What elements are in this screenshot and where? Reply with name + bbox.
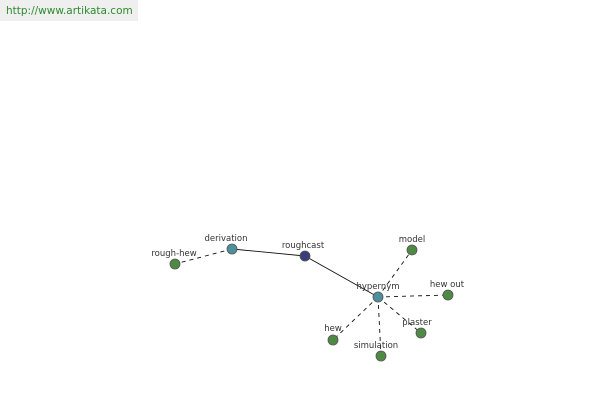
url-bar: http://www.artikata.com [0,0,138,21]
edge-hypernym-hew-out [377,294,449,298]
node-label-derivation: derivation [204,234,247,244]
node-marker-model[interactable] [406,244,418,256]
node-hew[interactable]: hew [324,324,342,346]
node-label-simulation: simulation [354,341,398,351]
node-derivation[interactable]: derivation [204,234,248,255]
node-label-plaster: plaster [402,318,432,328]
edge-hypernym-simulation [377,296,382,357]
edge-roughcast-derivation [231,248,306,257]
node-marker-roughcast[interactable] [299,250,311,262]
edges-layer [174,248,449,357]
node-roughcast[interactable]: roughcast [282,241,325,262]
node-label-model: model [399,235,425,245]
nodes-layer: roughcast derivation hypernym rough-hew mode… [151,234,465,362]
edge-derivation-rough-hew [174,248,233,265]
node-marker-hew[interactable] [327,334,339,346]
edge-hypernym-model [377,249,413,298]
node-marker-simulation[interactable] [375,350,387,362]
node-label-hew-out: hew out [430,280,465,290]
node-label-hew: hew [324,324,342,334]
node-plaster[interactable]: plaster [402,318,432,339]
node-marker-hypernym[interactable] [372,291,384,303]
node-rough-hew[interactable]: rough-hew [151,249,197,270]
node-label-roughcast: roughcast [282,241,325,251]
edge-roughcast-hypernym [304,255,379,298]
node-marker-rough-hew[interactable] [169,258,181,270]
node-marker-plaster[interactable] [415,327,427,339]
node-label-hypernym: hypernym [356,282,399,292]
edge-hypernym-plaster [377,296,422,334]
node-simulation[interactable]: simulation [354,341,398,362]
node-hew-out[interactable]: hew out [430,280,465,301]
node-label-rough-hew: rough-hew [151,249,196,259]
node-marker-derivation[interactable] [226,243,238,255]
site-url-link[interactable]: http://www.artikata.com [6,4,133,17]
node-marker-hew-out[interactable] [442,289,454,301]
edge-hypernym-hew [332,296,379,341]
node-hypernym[interactable]: hypernym [356,282,400,303]
node-model[interactable]: model [399,235,425,256]
